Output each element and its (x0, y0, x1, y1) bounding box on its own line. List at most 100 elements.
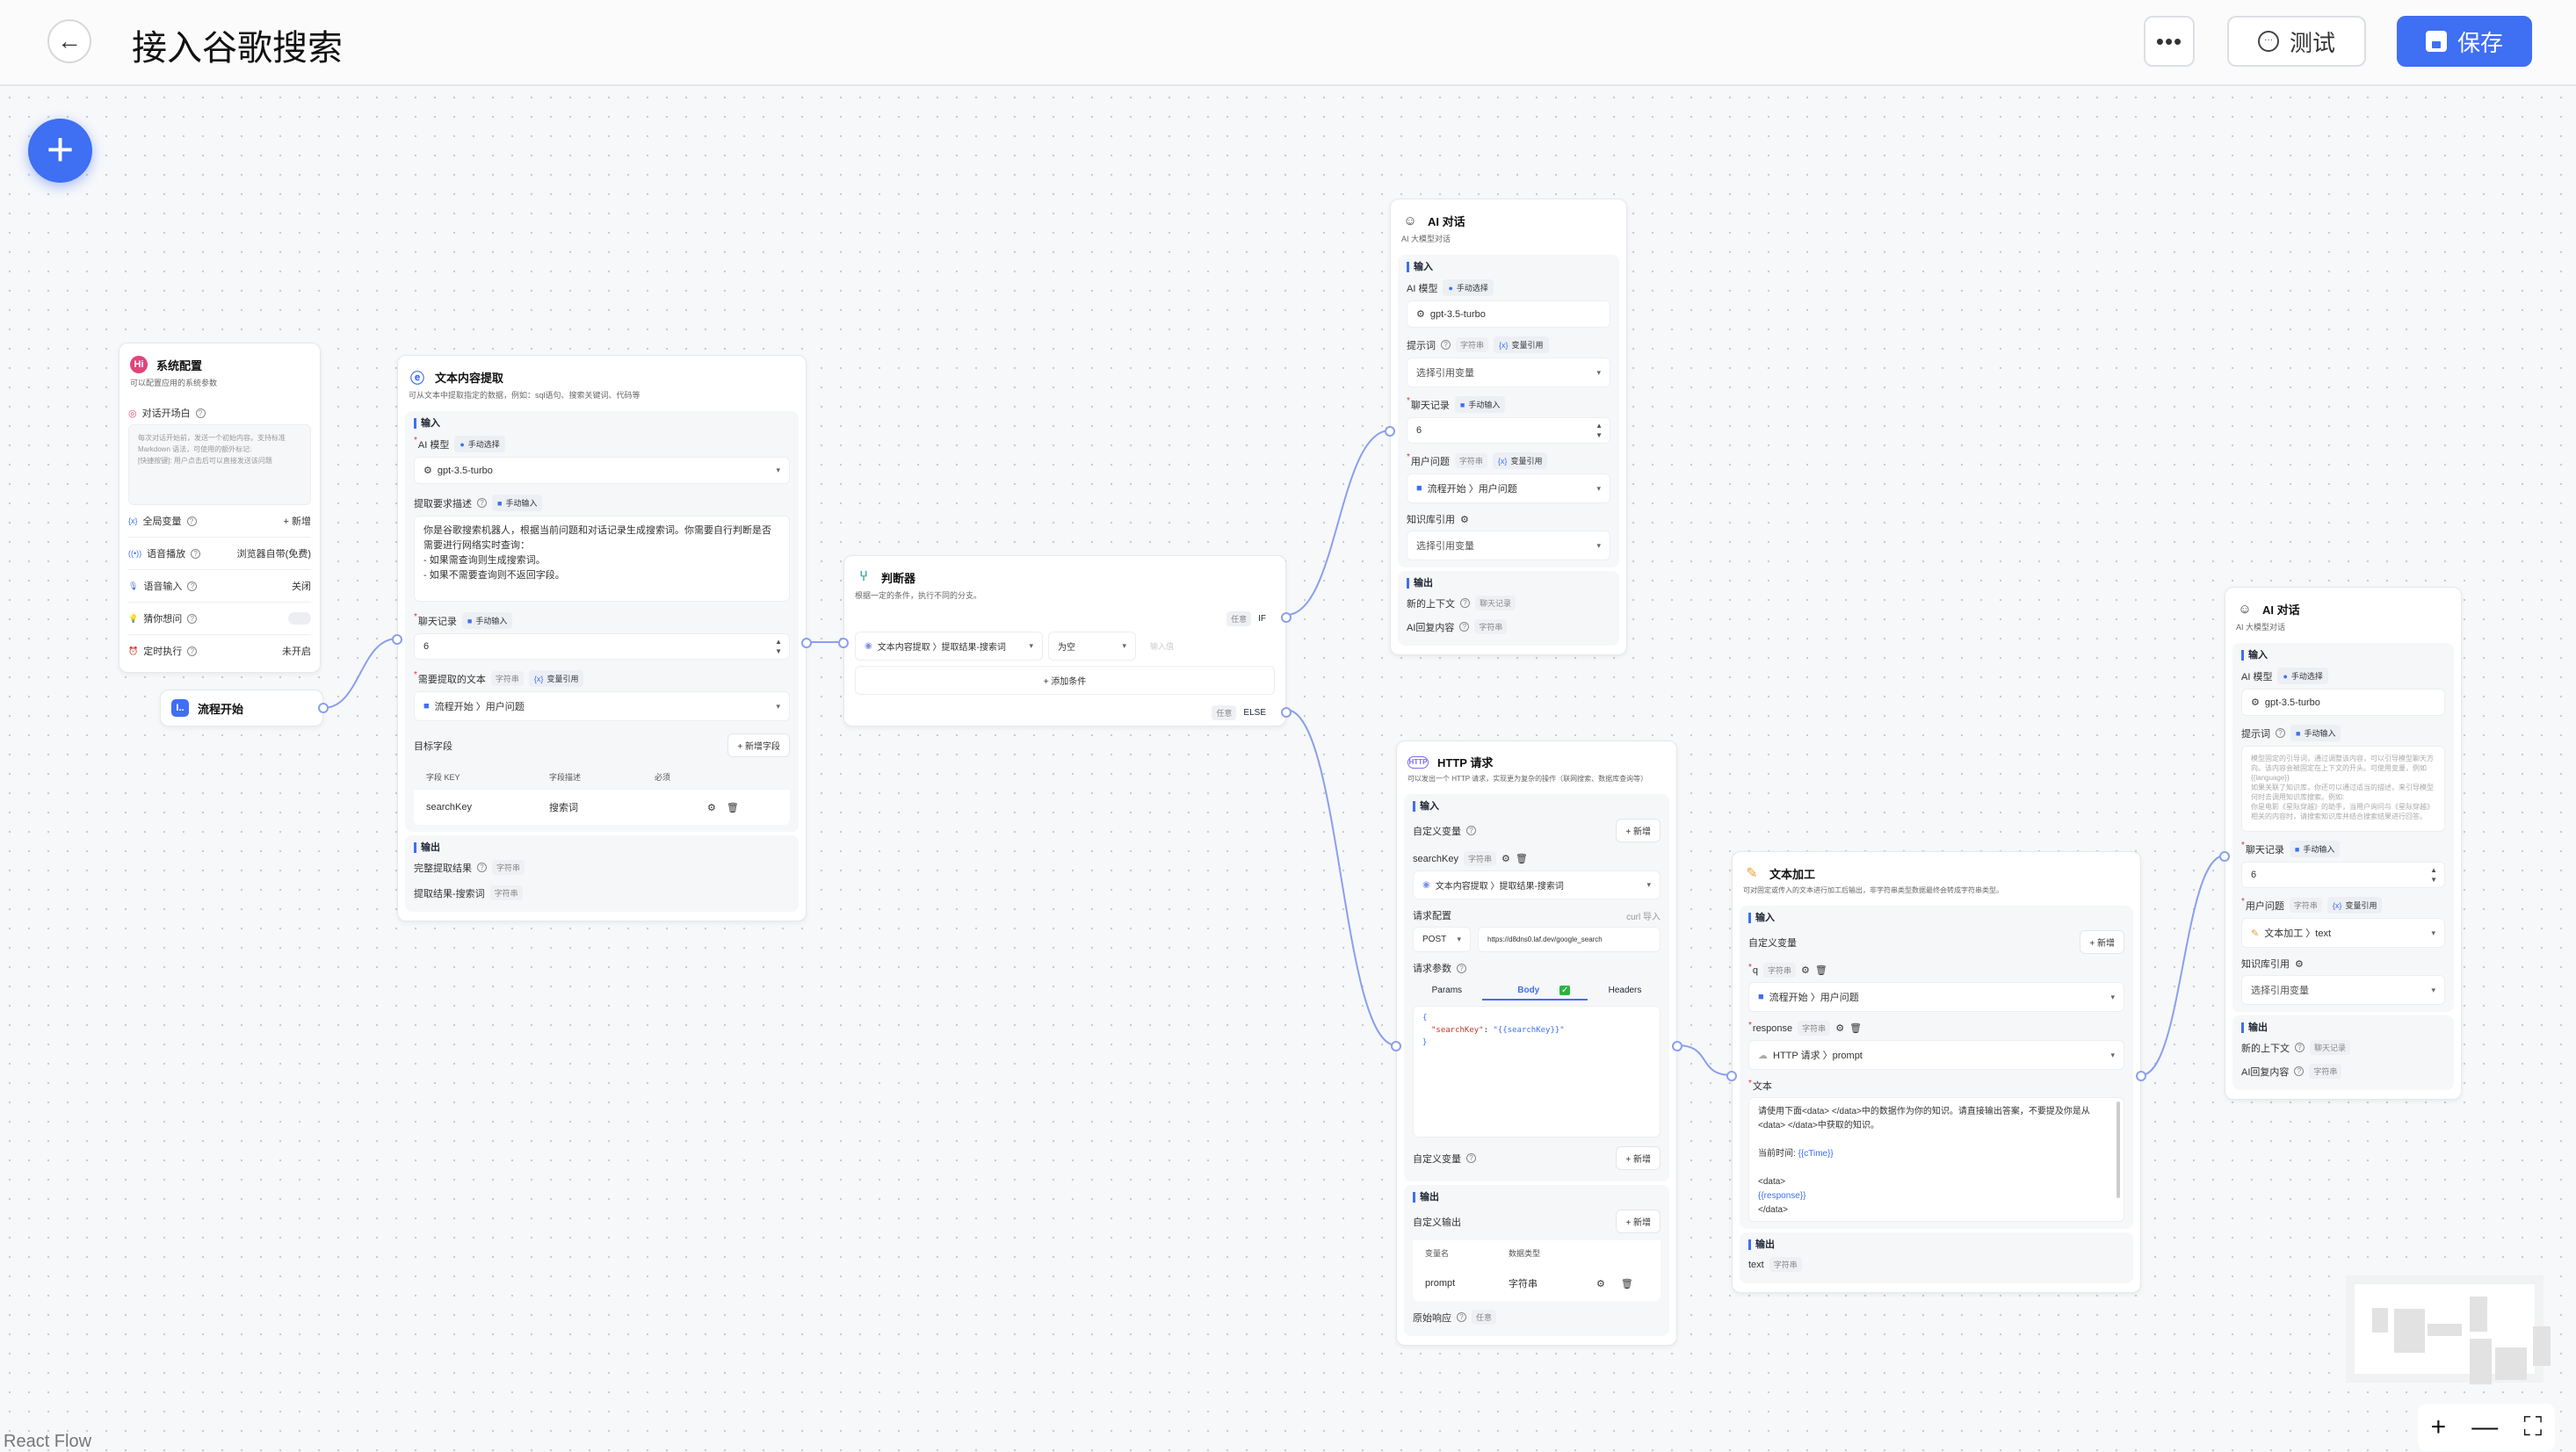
ref-mode-tag[interactable]: {x}变量引用 (1494, 336, 1549, 353)
method-select[interactable]: POST▾ (1413, 927, 1471, 952)
prompt-textarea[interactable]: 模型固定的引导词，通过调整该内容，可以引导模型聊天方向。该内容会被固定在上下文的… (2241, 746, 2445, 832)
trash-icon[interactable]: 🗑 (1620, 1278, 1633, 1289)
kb-select[interactable]: 选择引用变量▾ (2241, 975, 2445, 1005)
minimap[interactable] (2346, 1275, 2551, 1384)
gear-icon[interactable]: ⚙ (1501, 854, 1510, 864)
ref-mode-tag[interactable]: {x}变量引用 (528, 670, 584, 687)
toggle-switch[interactable] (288, 612, 311, 625)
more-button[interactable]: ••• (2144, 16, 2195, 67)
model-select[interactable]: ⚙gpt-3.5-turbo (1407, 300, 1610, 328)
add-node-button[interactable]: + (28, 119, 92, 183)
setting-row[interactable]: {x}全局变量?+ 新增 (128, 505, 311, 538)
tab-body[interactable]: Body ✓ (1482, 982, 1588, 1001)
body-editor[interactable]: {"searchKey": "{{searchKey}}"} (1413, 1006, 1661, 1138)
setting-value[interactable]: 未开启 (282, 647, 311, 657)
input-handle[interactable] (2219, 851, 2230, 862)
input-mode-tag[interactable]: ■手动输入 (461, 612, 513, 629)
input-mode-tag[interactable]: ■手动输入 (2289, 841, 2341, 857)
welcome-textarea[interactable]: 每次对话开始前，发送一个初始内容。支持标准 Markdown 语法，可使用的额外… (128, 424, 311, 505)
setting-row[interactable]: ⏰定时执行?未开启 (128, 635, 311, 667)
curl-import-link[interactable]: curl 导入 (1626, 912, 1661, 922)
output-handle[interactable] (2136, 1071, 2146, 1081)
model-select[interactable]: ⚙gpt-3.5-turbo (2241, 689, 2445, 716)
extract-prompt-textarea[interactable]: 你是谷歌搜索机器人，根据当前问题和对话记录生成搜索词。你需要自行判断是否需要进行… (414, 516, 790, 602)
gear-icon[interactable]: ⚙ (1801, 965, 1810, 976)
prompt-select[interactable]: 选择引用变量▾ (1407, 358, 1610, 387)
output-handle[interactable] (318, 703, 329, 713)
url-input[interactable]: https://d8dns0.laf.dev/google_search (1478, 927, 1661, 952)
if-output-handle[interactable] (1281, 612, 1292, 623)
response-ref-select[interactable]: ☁HTTP 请求 〉prompt▾ (1748, 1040, 2124, 1070)
setting-row[interactable]: 💡猜你想问? (128, 603, 311, 635)
output-handle[interactable] (801, 638, 812, 648)
model-mode-tag[interactable]: ●手动选择 (2277, 668, 2328, 684)
ref-mode-tag[interactable]: {x}变量引用 (1492, 452, 1548, 469)
history-stepper[interactable]: 6▲▼ (414, 633, 790, 660)
input-handle[interactable] (838, 638, 849, 648)
setting-value[interactable]: 浏览器自带(免费) (236, 549, 311, 560)
model-mode-tag[interactable]: ●手动选择 (1443, 279, 1494, 296)
gear-icon[interactable]: ⚙ (2295, 958, 2304, 970)
add-variable-button[interactable]: + 新增 (1616, 819, 1661, 842)
history-stepper[interactable]: 6▲▼ (2241, 862, 2445, 888)
tab-params[interactable]: Params (1431, 986, 1463, 995)
model-select[interactable]: ⚙gpt-3.5-turbo▾ (414, 457, 790, 484)
input-handle[interactable] (1726, 1071, 1737, 1081)
ref-mode-tag[interactable]: {x}变量引用 (2326, 897, 2383, 914)
zoom-out-button[interactable]: — (2471, 1412, 2499, 1441)
fit-view-button[interactable]: ⛶ (2523, 1412, 2543, 1441)
setting-row[interactable]: ((•))语音播放?浏览器自带(免费) (128, 538, 311, 570)
add-output-button[interactable]: + 新增 (1616, 1210, 1661, 1233)
stepper-arrows-icon[interactable]: ▲▼ (1596, 422, 1603, 439)
question-select[interactable]: ■流程开始 〉用户问题▾ (1407, 473, 1610, 503)
variable-ref-select[interactable]: ◉文本内容提取 〉提取结果-搜索词▾ (1413, 870, 1661, 899)
flow-start-node[interactable]: I..流程开始 (160, 690, 329, 726)
add-condition-button[interactable]: + 添加条件 (855, 666, 1275, 695)
input-mode-tag[interactable]: ■手动输入 (1454, 396, 1506, 413)
output-handle[interactable] (1672, 1041, 1682, 1051)
text-template-editor[interactable]: 请使用下面<data> </data>中的数据作为你的知识。请直接输出答案，不要… (1748, 1097, 2124, 1222)
stepper-arrows-icon[interactable]: ▲▼ (2430, 866, 2437, 884)
scrollbar[interactable] (2117, 1102, 2120, 1198)
trash-icon[interactable]: 🗑 (1849, 1023, 1863, 1034)
add-field-button[interactable]: + 新增字段 (727, 733, 790, 757)
ai-chat-node-2[interactable]: ☺AI 对话 AI 大模型对话 输入 AI 模型●手动选择 ⚙gpt-3.5-t… (2219, 587, 2462, 1100)
stepper-arrows-icon[interactable]: ▲▼ (775, 638, 782, 655)
setting-value[interactable]: 关闭 (292, 582, 311, 592)
input-handle[interactable] (1385, 426, 1395, 437)
setting-row[interactable]: 🎙语音输入?关闭 (128, 570, 311, 603)
input-mode-tag[interactable]: ■手动输入 (2290, 725, 2341, 741)
condition-value-input[interactable]: 输入值 (1150, 642, 1175, 651)
gear-icon[interactable]: ⚙ (1835, 1023, 1845, 1034)
add-variable-button[interactable]: + 新增 (2080, 930, 2124, 954)
flow-canvas[interactable] (0, 88, 2576, 1451)
add-variable-button[interactable]: + 新增 (1616, 1146, 1661, 1170)
gear-icon[interactable]: ⚙ (1596, 1278, 1605, 1289)
trash-icon[interactable]: 🗑 (1515, 854, 1528, 864)
react-flow-attribution[interactable]: React Flow (4, 1432, 92, 1451)
q-ref-select[interactable]: ■流程开始 〉用户问题▾ (1748, 982, 2124, 1012)
input-handle[interactable] (392, 634, 402, 645)
test-button[interactable]: ···测试 (2227, 16, 2366, 67)
input-mode-tag[interactable]: ■手动输入 (492, 495, 543, 511)
text-ref-select[interactable]: ■流程开始 〉用户问题▾ (414, 691, 790, 721)
trash-icon[interactable]: 🗑 (726, 802, 739, 813)
condition-variable-select[interactable]: ◉文本内容提取 〉提取结果-搜索词▾ (855, 632, 1043, 661)
trash-icon[interactable]: 🗑 (1814, 965, 1827, 976)
history-stepper[interactable]: 6▲▼ (1407, 417, 1610, 444)
condition-operator-select[interactable]: 为空▾ (1048, 632, 1136, 661)
tab-headers[interactable]: Headers (1608, 986, 1642, 995)
model-mode-tag[interactable]: ●手动选择 (454, 436, 505, 452)
kb-select[interactable]: 选择引用变量▾ (1407, 531, 1610, 560)
question-select[interactable]: ✎文本加工 〉text▾ (2241, 918, 2445, 948)
else-output-handle[interactable] (1281, 707, 1292, 718)
gear-icon[interactable]: ⚙ (707, 802, 716, 813)
input-handle[interactable] (1391, 1041, 1401, 1051)
gear-icon[interactable]: ⚙ (1460, 514, 1469, 525)
text-process-node[interactable]: ✎文本加工 可对固定或传入的文本进行加工后输出，非字符串类型数据最终会转成字符串… (1726, 851, 2146, 1293)
back-button[interactable]: ← (47, 19, 91, 63)
